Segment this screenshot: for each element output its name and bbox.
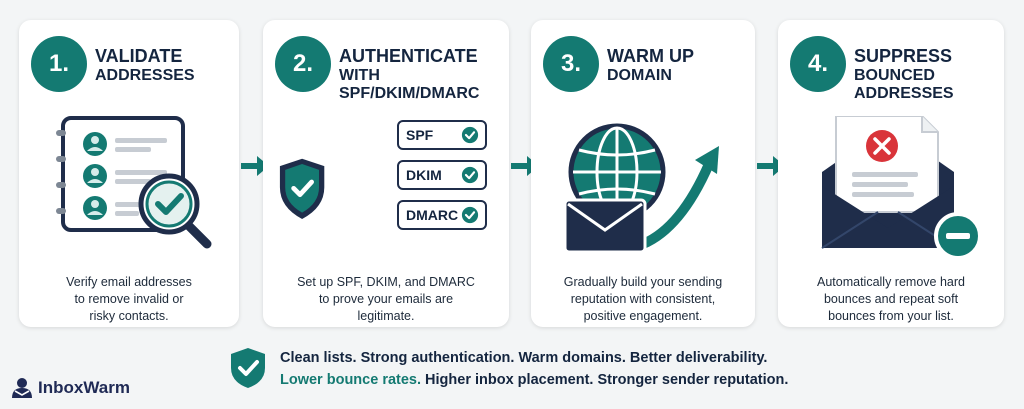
step-description: Automatically remove hard bounces and re… <box>817 275 965 323</box>
step-title: AUTHENTICATE WITH SPF/DKIM/DMARC <box>339 46 480 103</box>
step-number-badge: 4. <box>790 36 846 92</box>
step-number-badge: 1. <box>31 36 87 92</box>
step-number-badge: 2. <box>275 36 331 92</box>
contact-list-magnifier-icon <box>56 116 212 249</box>
step-card-authenticate: 2. AUTHENTICATE WITH SPF/DKIM/DMARC SPF … <box>263 20 509 327</box>
arrow-right-icon <box>241 156 269 176</box>
tagline-secondary: Lower bounce rates. Higher inbox placeme… <box>280 372 789 388</box>
logo-text: InboxWarm <box>38 378 130 397</box>
shield-check-icon <box>231 348 265 388</box>
auth-item-dmarc: DMARC <box>397 200 487 230</box>
step-description: Verify email addresses to remove invalid… <box>66 275 192 323</box>
step-title: WARM UP DOMAIN <box>607 46 694 84</box>
step-card-validate: 1. VALIDATE ADDRESSES Verify email addre… <box>19 20 239 327</box>
step-card-warm-up: 3. WARM UP DOMAIN Gradually build your s… <box>531 20 755 327</box>
step-description: Set up SPF, DKIM, and DMARC to prove you… <box>297 275 475 323</box>
check-circle-icon <box>461 206 479 224</box>
step-description: Gradually build your sending reputation … <box>563 275 723 323</box>
step-card-suppress: 4. SUPPRESS BOUNCED ADDRESSES Automatica… <box>778 20 1004 327</box>
auth-check-list: SPF DKIM DMARC <box>397 120 487 230</box>
inboxwarm-logo: InboxWarm <box>10 374 130 402</box>
check-circle-icon <box>461 166 479 184</box>
tagline-primary: Clean lists. Strong authentication. Warm… <box>280 350 768 366</box>
bounced-envelope-icon <box>821 116 982 260</box>
auth-item-dkim: DKIM <box>397 160 487 190</box>
step-title: VALIDATE ADDRESSES <box>95 46 195 84</box>
shield-check-icon <box>279 158 325 220</box>
inboxwarm-logo-icon <box>12 378 32 398</box>
step-number-badge: 3. <box>543 36 599 92</box>
check-circle-icon <box>461 126 479 144</box>
auth-item-spf: SPF <box>397 120 487 150</box>
step-title: SUPPRESS BOUNCED ADDRESSES <box>854 46 954 103</box>
globe-envelope-growth-icon <box>563 123 719 254</box>
